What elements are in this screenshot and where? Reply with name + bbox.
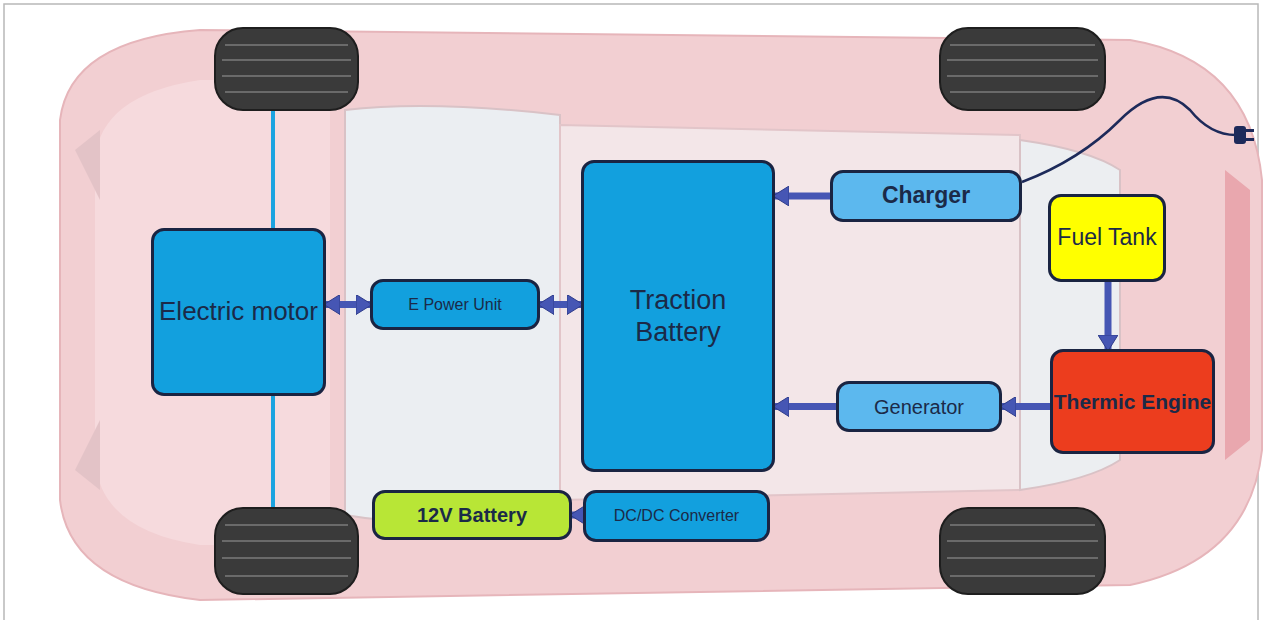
flow-arrow [775,193,830,200]
tail-lights [1225,170,1250,460]
windshield [345,106,560,523]
car-hood [95,80,330,545]
node-label: Traction Battery [584,284,772,349]
node-label: Electric motor [159,296,318,327]
node-label: Fuel Tank [1057,224,1156,252]
charger-box: Charger [830,170,1022,222]
node-label: 12V Battery [417,503,527,527]
headlights [75,130,100,490]
flow-arrow [1105,282,1112,349]
battery-12v-box: 12V Battery [372,490,572,540]
flow-arrow [326,301,370,308]
power-unit-box: E Power Unit [370,279,540,330]
node-label: E Power Unit [408,295,501,314]
tyre-tread [222,45,1098,576]
motor-box: Electric motor [151,228,326,396]
fuel-tank-box: Fuel Tank [1048,194,1166,282]
battery-box: Traction Battery [581,160,775,472]
flow-arrow [775,403,836,410]
node-label: DC/DC Converter [614,506,739,525]
node-label: Thermic Engine [1054,389,1212,414]
node-label: Generator [874,395,964,419]
flow-arrow [540,301,581,308]
node-label: Charger [882,182,970,210]
converter-box: DC/DC Converter [583,490,770,542]
flow-arrow [572,512,583,519]
engine-box: Thermic Engine [1050,349,1215,454]
generator-box: Generator [836,381,1002,432]
car-body [60,30,1262,600]
plug [1234,126,1254,144]
wheels [215,28,1105,594]
charging-cable [1022,97,1236,182]
flow-arrow [1002,403,1050,410]
